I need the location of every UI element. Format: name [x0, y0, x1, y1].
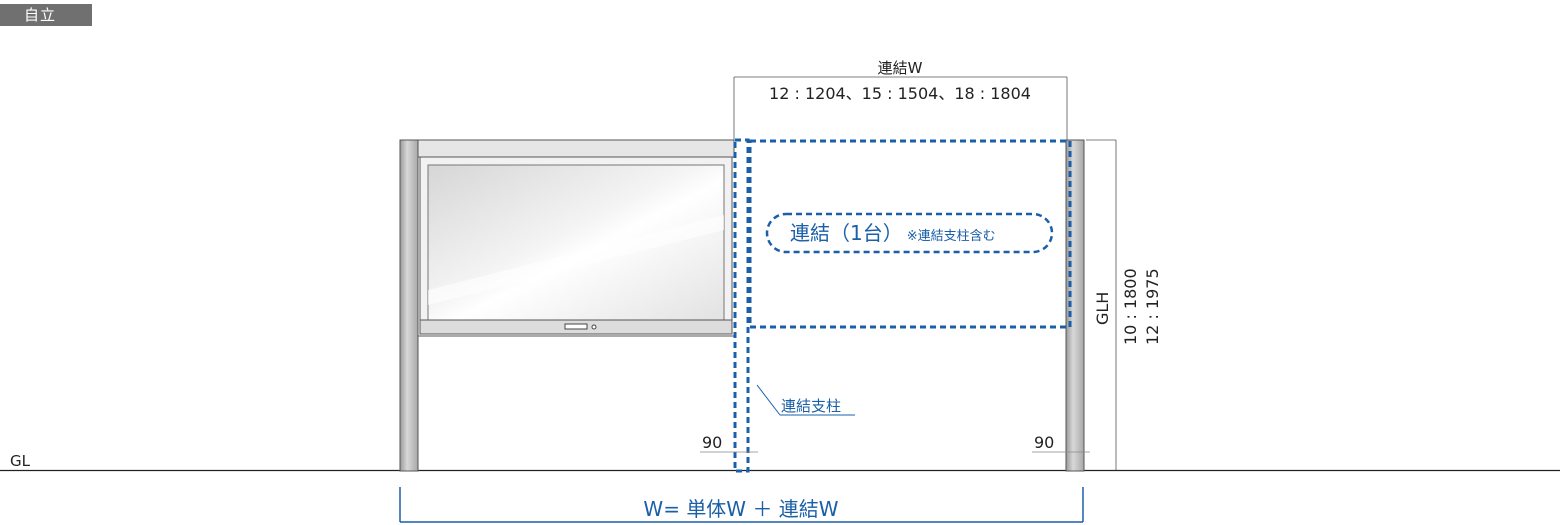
glass-reflection: [428, 215, 724, 305]
glh-label: GLH: [1093, 292, 1112, 325]
connection-note: ※連結支柱含む: [907, 228, 996, 244]
connection-unit-label: 連結（1台）: [790, 221, 903, 245]
connection-label-pill: [765, 212, 1054, 254]
dim-left-90: 90: [702, 433, 722, 452]
board-glass: [427, 164, 725, 321]
connection-post-label: 連結支柱: [781, 397, 841, 415]
handle: [564, 323, 588, 330]
lock-dot: [591, 324, 597, 330]
total-width-label: W= 単体W ＋ 連結W: [643, 497, 838, 521]
svg-text:連結（1台）※連結支柱含む: 連結（1台）※連結支柱含む: [790, 221, 996, 245]
renketsu-w-values: 12 : 1204、15 : 1504、18 : 1804: [769, 84, 1031, 103]
height-12-label: 12 : 1975: [1143, 268, 1162, 345]
left-post: [399, 139, 419, 472]
renketsu-w-title: 連結W: [878, 59, 923, 77]
dim-right-90: 90: [1034, 433, 1054, 452]
gl-label: GL: [10, 452, 31, 470]
connection-unit-outline: [748, 139, 1072, 329]
height-10-label: 10 : 1800: [1121, 268, 1140, 345]
top-beam: [417, 139, 735, 158]
mode-badge: 自立: [0, 4, 92, 26]
post-leader-line: [756, 384, 781, 416]
connection-post-outline: [733, 138, 750, 473]
